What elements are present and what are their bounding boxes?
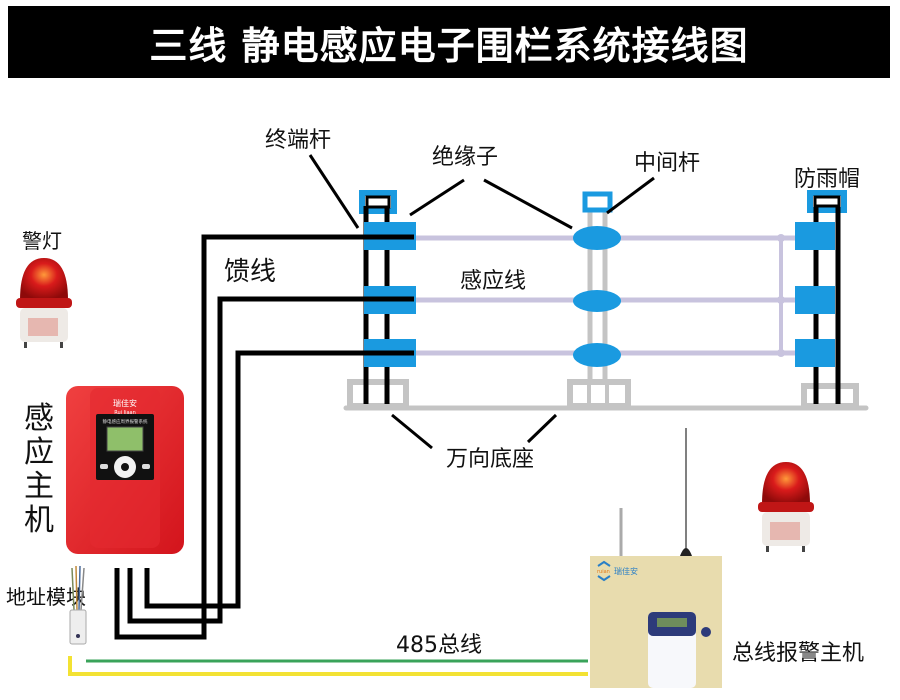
universal-base [347, 379, 409, 409]
terminal-pole [347, 190, 416, 409]
end-pole [795, 190, 859, 409]
device-panel-title: 静电感应周界报警系统 [103, 418, 148, 425]
label-sensing-host-3: 主 [24, 469, 54, 504]
label-middle-pole: 中间杆 [634, 151, 700, 176]
jumper-node [777, 234, 785, 242]
universal-base [801, 383, 859, 409]
title-bar: 三线 静电感应电子围栏系统接线图 [8, 6, 890, 78]
label-sensing-host-1: 感 [24, 401, 54, 436]
warning-light-icon [758, 462, 814, 552]
label-terminal-pole: 终端杆 [265, 128, 331, 153]
leader-lines [308, 154, 655, 450]
jumper-node [777, 349, 785, 357]
lcd-screen [106, 426, 144, 452]
jumper-node [777, 296, 785, 304]
host-logo: ruian [597, 569, 610, 575]
keypad-lcd [657, 618, 687, 627]
insulator [573, 290, 621, 312]
middle-pole [567, 191, 631, 409]
device-brand-en: Rui Jiaan [114, 410, 136, 416]
insulator [573, 226, 621, 250]
insulator [573, 343, 621, 367]
label-sensing-host-2: 应 [24, 435, 54, 470]
feed-wires [114, 234, 414, 640]
rain-cap [582, 191, 613, 213]
universal-base [567, 379, 631, 409]
page-title: 三线 静电感应电子围栏系统接线图 [149, 23, 749, 68]
feed-wire-2 [127, 296, 414, 624]
device-brand: 瑞佳安 [113, 398, 137, 408]
host-brand: 瑞佳安 [614, 566, 638, 576]
bus-yellow-wire [68, 656, 588, 676]
insulator [795, 286, 835, 314]
insulator [795, 222, 835, 250]
label-sensing-host-4: 机 [24, 503, 54, 538]
bus-485 [68, 656, 588, 676]
feed-wire-1 [114, 234, 414, 640]
warning-light-icon [16, 258, 72, 348]
label-universal-base: 万向底座 [446, 447, 534, 472]
label-bus-alarm-host: 总线报警主机 [732, 641, 864, 666]
bus-alarm-host-device: ruian 瑞佳安 [590, 428, 722, 688]
label-feed-wire: 馈线 [224, 257, 276, 287]
label-insulator: 绝缘子 [432, 145, 498, 170]
label-rain-cap: 防雨帽 [794, 167, 860, 192]
sensing-host-device: 瑞佳安 Rui Jiaan 静电感应周界报警系统 [66, 386, 184, 554]
feed-wire-3 [144, 350, 414, 609]
label-485-bus: 485总线 [396, 633, 482, 658]
label-sensing-wire: 感应线 [460, 269, 526, 294]
label-warning-light: 警灯 [22, 229, 62, 253]
address-module-icon [69, 565, 87, 645]
insulator [795, 339, 835, 367]
